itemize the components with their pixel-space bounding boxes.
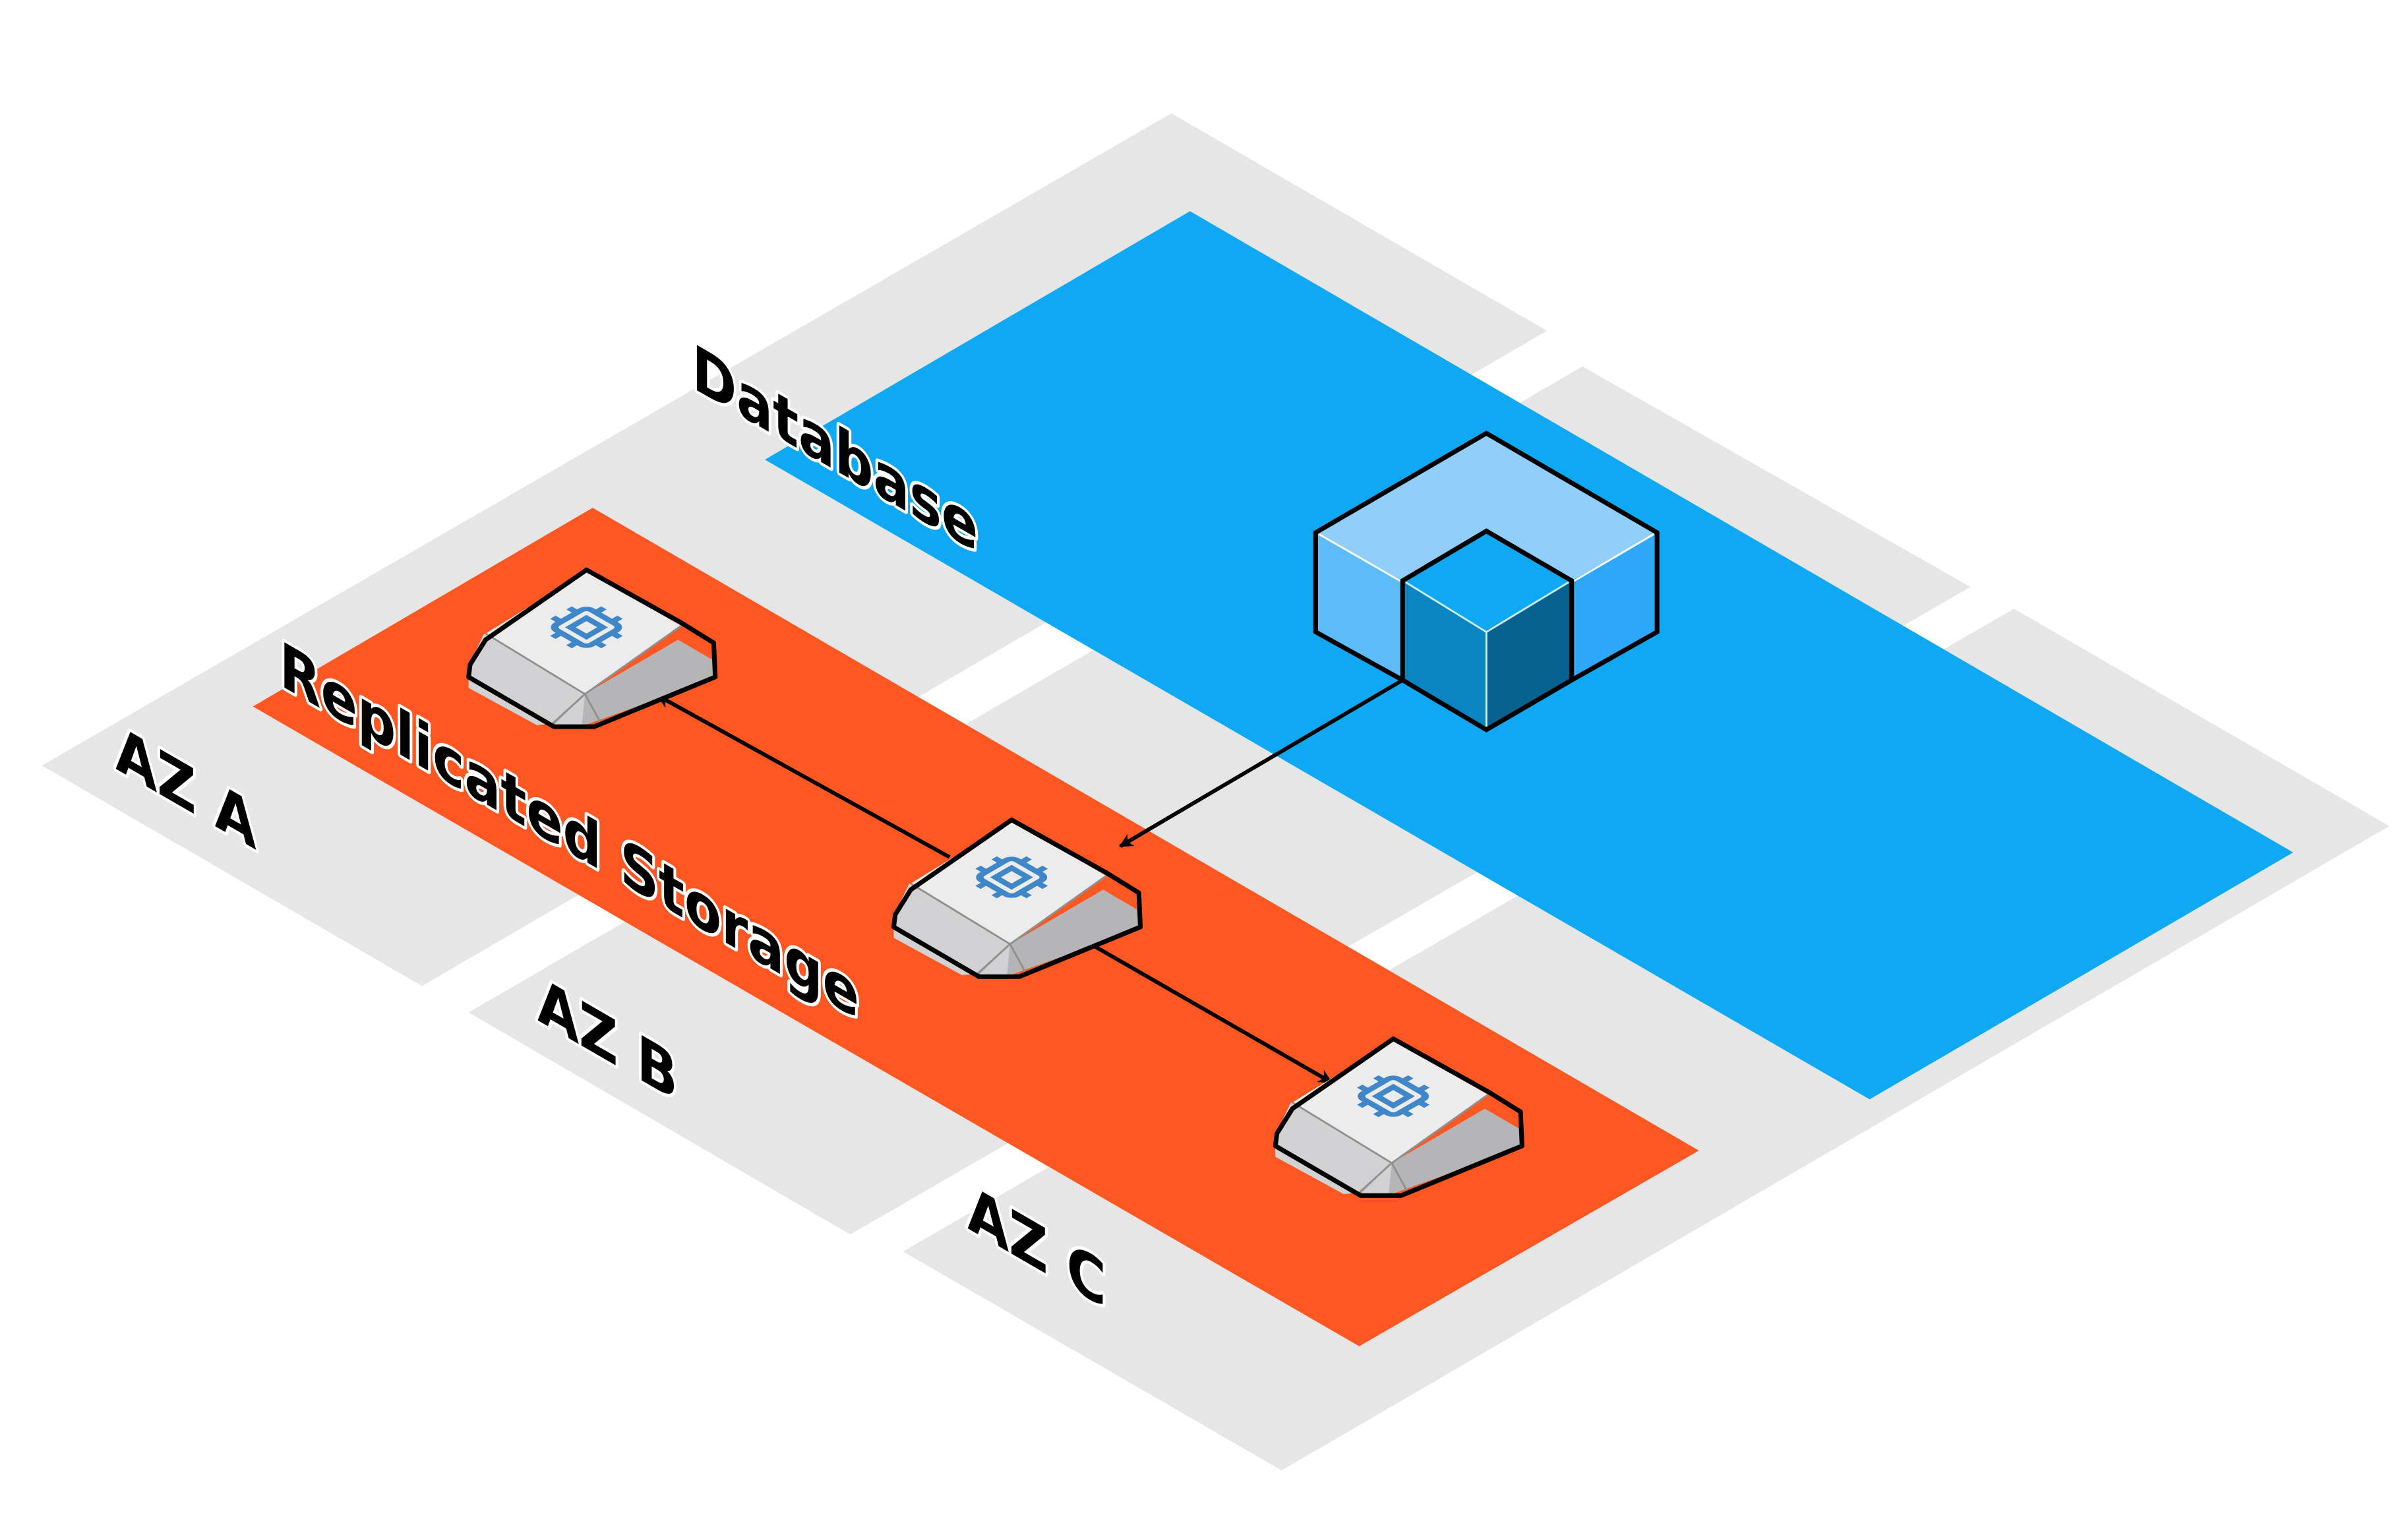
storage-b-node[interactable]	[891, 817, 1143, 979]
node-side-left	[893, 883, 1010, 975]
node-outline	[1273, 1036, 1524, 1198]
node-front-facet	[554, 694, 586, 725]
storage-c-node[interactable]	[1273, 1036, 1524, 1198]
node-side-right	[554, 640, 715, 725]
edge-storage-b-to-storage-c	[1079, 936, 1333, 1084]
node-side-left	[468, 633, 586, 725]
database-cube-icon[interactable]	[1313, 430, 1660, 733]
storage-a-node[interactable]	[466, 567, 718, 729]
storage-nodes	[466, 567, 1524, 1198]
edges	[656, 678, 1404, 1084]
node-outline	[466, 567, 718, 729]
inner-cube-outline	[1400, 528, 1575, 680]
node-side-right	[1360, 1108, 1522, 1194]
node-front-lines	[550, 692, 603, 726]
cube-highlight	[1318, 533, 1403, 584]
node-front-lines	[1357, 1161, 1410, 1195]
cube-top	[1315, 433, 1658, 581]
node-front-lines	[975, 942, 1028, 976]
cube-highlight-right	[1571, 533, 1655, 584]
edge-storage-b-to-storage-a	[656, 694, 951, 859]
edge-database-to-storage-b	[1119, 678, 1404, 848]
node-front-facet	[1360, 1162, 1392, 1194]
node-side-right	[978, 889, 1141, 975]
node-side-left	[1275, 1102, 1392, 1194]
node-outline	[891, 817, 1143, 979]
